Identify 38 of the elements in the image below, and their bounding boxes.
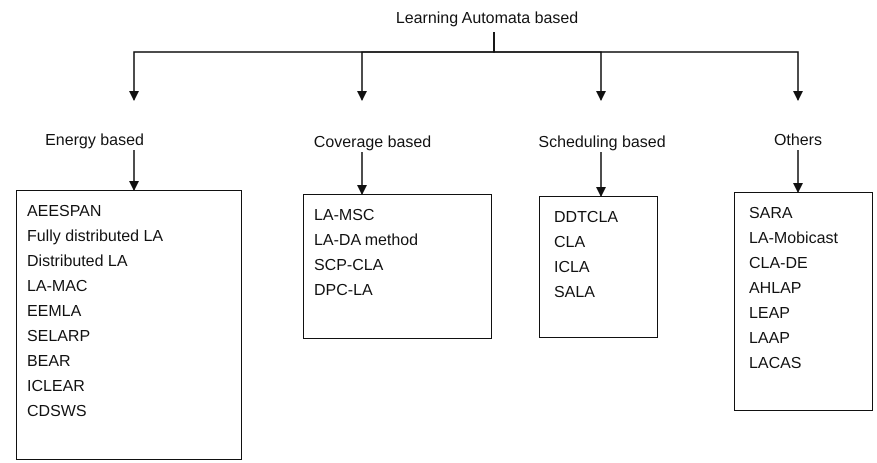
- list-item: BEAR: [27, 352, 72, 372]
- list-item: Fully distributed LA: [27, 227, 164, 247]
- list-item: EEMLA: [27, 302, 82, 322]
- list-item: DPC-LA: [314, 281, 374, 301]
- list-item: AHLAP: [749, 279, 802, 299]
- list-item: CLA-DE: [749, 254, 809, 274]
- list-box: [734, 192, 873, 411]
- list-item: AEESPAN: [27, 202, 102, 222]
- arrow: [129, 150, 139, 191]
- list-item: SCP-CLA: [314, 256, 384, 276]
- root-label: Learning Automata based: [396, 10, 578, 28]
- list-box: [303, 194, 492, 339]
- category-label: Energy based: [45, 132, 144, 150]
- list-item: CLA: [554, 233, 586, 253]
- arrow: [793, 150, 803, 193]
- arrow: [493, 32, 803, 101]
- list-item: LA-Mobicast: [749, 229, 839, 249]
- list-item: Distributed LA: [27, 252, 128, 272]
- category-label: Others: [774, 132, 822, 150]
- list-item: CDSWS: [27, 402, 88, 422]
- list-item: ICLA: [554, 258, 591, 278]
- list-box: [539, 196, 658, 338]
- arrow: [596, 152, 606, 197]
- list-box: [16, 190, 242, 460]
- list-item: LACAS: [749, 354, 802, 374]
- list-item: LA-MAC: [27, 277, 88, 297]
- list-item: LAAP: [749, 329, 791, 349]
- category-label: Scheduling based: [538, 134, 666, 152]
- list-item: LA-MSC: [314, 206, 376, 226]
- arrow: [357, 152, 367, 195]
- list-item: LA-DA method: [314, 231, 420, 251]
- list-item: SALA: [554, 283, 596, 303]
- list-item: ICLEAR: [27, 377, 86, 397]
- list-item: SELARP: [27, 327, 92, 347]
- list-item: SARA: [749, 204, 794, 224]
- category-label: Coverage based: [314, 134, 432, 152]
- list-item: DDTCLA: [554, 208, 620, 228]
- list-item: LEAP: [749, 304, 791, 324]
